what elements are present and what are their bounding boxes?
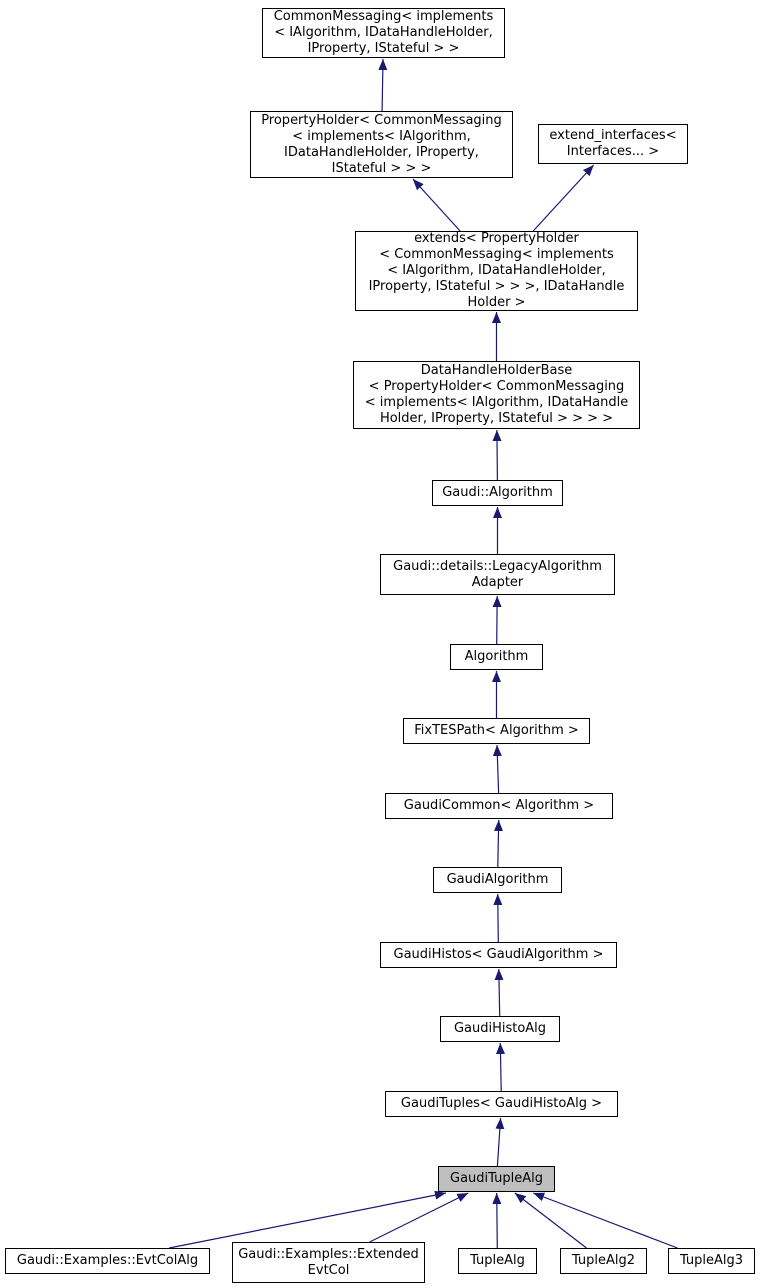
node-gaudi-algorithm[interactable]: Gaudi::Algorithm [432, 480, 563, 506]
node-propertyholder[interactable]: PropertyHolder< CommonMessaging < implem… [250, 111, 513, 178]
node-commonmessaging[interactable]: CommonMessaging< implements < IAlgorithm… [262, 8, 505, 58]
node-gaudialgorithm[interactable]: GaudiAlgorithm [433, 867, 562, 893]
node-algorithm[interactable]: Algorithm [450, 644, 543, 670]
node-gauditupealg-current: GaudiTupleAlg [438, 1166, 555, 1192]
node-extend-interfaces[interactable]: extend_interfaces< Interfaces... > [538, 124, 688, 164]
node-extendedevtcol[interactable]: Gaudi::Examples::Extended EvtCol [232, 1242, 425, 1283]
node-gaudituples[interactable]: GaudiTuples< GaudiHistoAlg > [385, 1091, 618, 1117]
node-tuplealg[interactable]: TupleAlg [458, 1248, 537, 1274]
node-datahandleholderbase[interactable]: DataHandleHolderBase < PropertyHolder< C… [353, 361, 640, 429]
node-evtcolalg[interactable]: Gaudi::Examples::EvtColAlg [5, 1248, 210, 1274]
node-fixtespath[interactable]: FixTESPath< Algorithm > [403, 718, 590, 744]
node-legacyalgorithmadapter[interactable]: Gaudi::details::LegacyAlgorithm Adapter [380, 554, 615, 595]
node-extends[interactable]: extends< PropertyHolder < CommonMessagin… [355, 231, 638, 311]
node-tuplealg3[interactable]: TupleAlg3 [668, 1248, 755, 1274]
node-gaudihistos[interactable]: GaudiHistos< GaudiAlgorithm > [380, 942, 617, 968]
node-gaudihistoalg[interactable]: GaudiHistoAlg [440, 1016, 560, 1042]
node-tuplealg2[interactable]: TupleAlg2 [560, 1248, 647, 1274]
node-gaudicommon[interactable]: GaudiCommon< Algorithm > [385, 793, 613, 819]
